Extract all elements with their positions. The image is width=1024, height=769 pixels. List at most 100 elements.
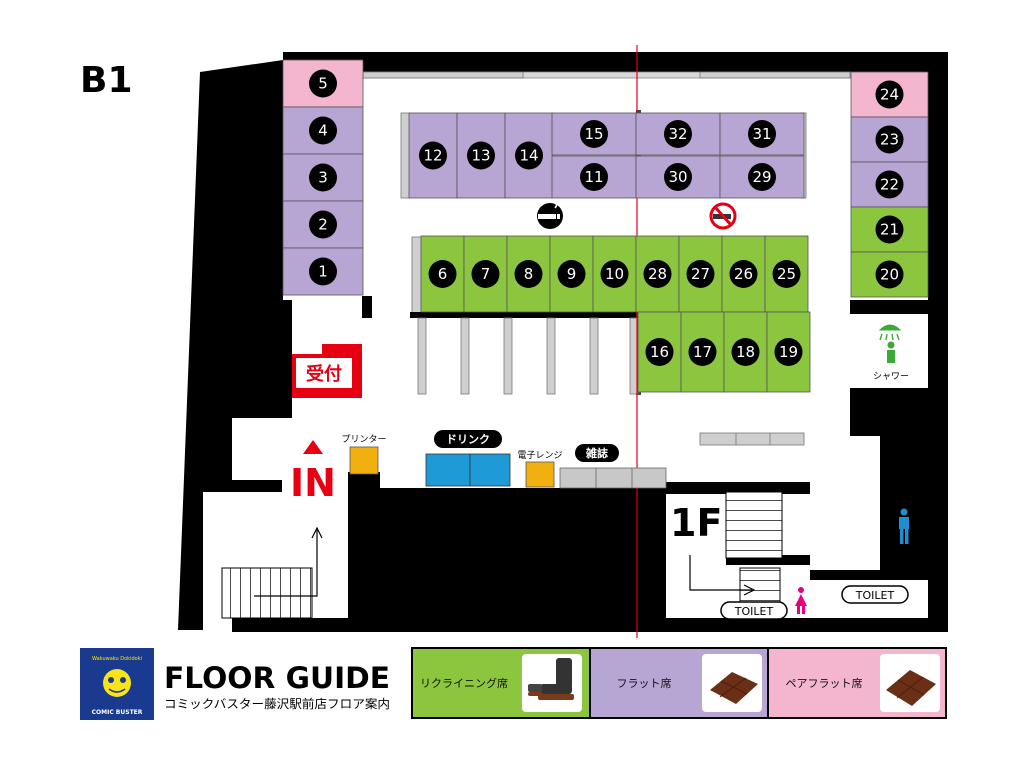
seat-22[interactable]: 22 [850,161,929,208]
seat-number: 26 [734,265,753,283]
exit-arrow [689,555,756,596]
seat-13[interactable]: 13 [456,112,506,199]
seat-number-badge [467,141,495,170]
man-icon [899,508,909,544]
seat-number: 2 [318,216,328,234]
seat-23[interactable]: 23 [850,116,929,163]
seat-number: 25 [777,265,796,283]
seat-number-badge [643,260,672,288]
seat-group-top-b-upper: 15 32 31 [551,112,805,156]
seat-25[interactable]: 25 [764,235,809,313]
seat-number: 10 [605,265,624,283]
floor-label-b1: B1 [80,60,133,101]
printer: プリンター [341,434,387,475]
seat-28[interactable]: 28 [635,235,680,313]
seat-number-badge [514,260,543,288]
seat-number: 15 [584,125,603,143]
seat-number: 24 [880,86,899,104]
seat-17[interactable]: 17 [680,311,725,393]
no-smoking-icon [709,202,737,230]
legend-pair: ペアフラット席 [769,649,945,717]
seat-number-badge [309,257,337,286]
seat-7[interactable]: 7 [463,235,508,313]
guide-subtitle: コミックバスター藤沢駅前店フロア案内 [164,696,390,711]
seat-number-badge [309,210,337,239]
seat-number: 32 [668,125,687,143]
seat-number: 23 [880,131,899,149]
seat-number: 9 [567,265,577,283]
recliner-chair-icon [528,658,574,700]
seat-number-badge [645,338,674,366]
seat-legend: リクライニング席 フラット席 [411,647,947,719]
drink-station: ドリンク [425,430,511,487]
seat-29[interactable]: 29 [719,155,805,199]
entrance-label: IN [290,461,336,505]
reception-label: 受付 [306,363,342,385]
seat-cell [506,235,551,313]
seat-number-badge [875,80,904,109]
seat-number-badge [774,338,803,366]
toilet-1f-label: TOILET [734,605,774,618]
entrance-arrow [254,526,323,597]
seat-number-badge [428,260,457,288]
seat-number: 1 [318,263,328,281]
seat-27[interactable]: 27 [678,235,723,313]
brand-logo: Wakuwaku Dokidoki COMIC BUSTER [80,648,154,720]
seat-5[interactable]: 5 [282,59,364,108]
outer-walls [178,52,948,632]
legend-flat: フラット席 [591,649,767,717]
legend-recliner: リクライニング席 [413,649,589,717]
seat-2[interactable]: 2 [282,200,364,249]
seat-number: 22 [880,176,899,194]
seat-number: 13 [471,147,490,165]
seat-number-badge [748,163,776,191]
guide-title: FLOOR GUIDE [164,661,390,695]
seat-number-badge [580,163,608,191]
seat-4[interactable]: 4 [282,106,364,155]
seat-3[interactable]: 3 [282,153,364,202]
seat-number: 27 [691,265,710,283]
seat-11[interactable]: 11 [551,155,637,199]
footer: Wakuwaku Dokidoki COMIC BUSTER FLOOR GUI… [80,647,947,720]
seat-14[interactable]: 14 [504,112,554,199]
seat-15[interactable]: 15 [551,112,637,156]
microwave: 電子レンジ [517,450,563,488]
floor-label-1f: 1F [670,501,722,545]
seat-number: 3 [318,169,328,187]
seat-26[interactable]: 26 [721,235,766,313]
seat-6[interactable]: 6 [420,235,465,313]
smoking-icon [537,201,563,229]
seat-30[interactable]: 30 [635,155,721,199]
pair-mat-icon [886,670,936,706]
seat-21[interactable]: 21 [850,206,929,253]
seat-number-badge [875,170,904,199]
seat-9[interactable]: 9 [549,235,594,313]
shower-label: シャワー [873,372,909,382]
seat-8[interactable]: 8 [506,235,551,313]
seat-19[interactable]: 19 [766,311,811,393]
seat-number: 16 [650,343,669,361]
seat-number-badge [309,163,337,192]
seat-12[interactable]: 12 [408,112,458,199]
seat-31[interactable]: 31 [719,112,805,156]
seat-16[interactable]: 16 [637,311,682,393]
seat-24[interactable]: 24 [850,71,929,118]
seat-number: 12 [423,147,442,165]
legend-pair-label: ペアフラット席 [786,676,863,690]
legend-flat-label: フラット席 [617,676,672,690]
seat-number-badge [729,260,758,288]
seat-20[interactable]: 20 [850,251,929,298]
seat-group-left: 54 3 2 1 [282,59,364,296]
seat-number: 8 [524,265,534,283]
seat-1[interactable]: 1 [282,247,364,296]
seat-number-badge [419,141,447,170]
seat-18[interactable]: 18 [723,311,768,393]
legend-recliner-label: リクライニング席 [420,676,508,690]
seat-32[interactable]: 32 [635,112,721,156]
seat-number: 17 [693,343,712,361]
seat-10[interactable]: 10 [592,235,637,313]
